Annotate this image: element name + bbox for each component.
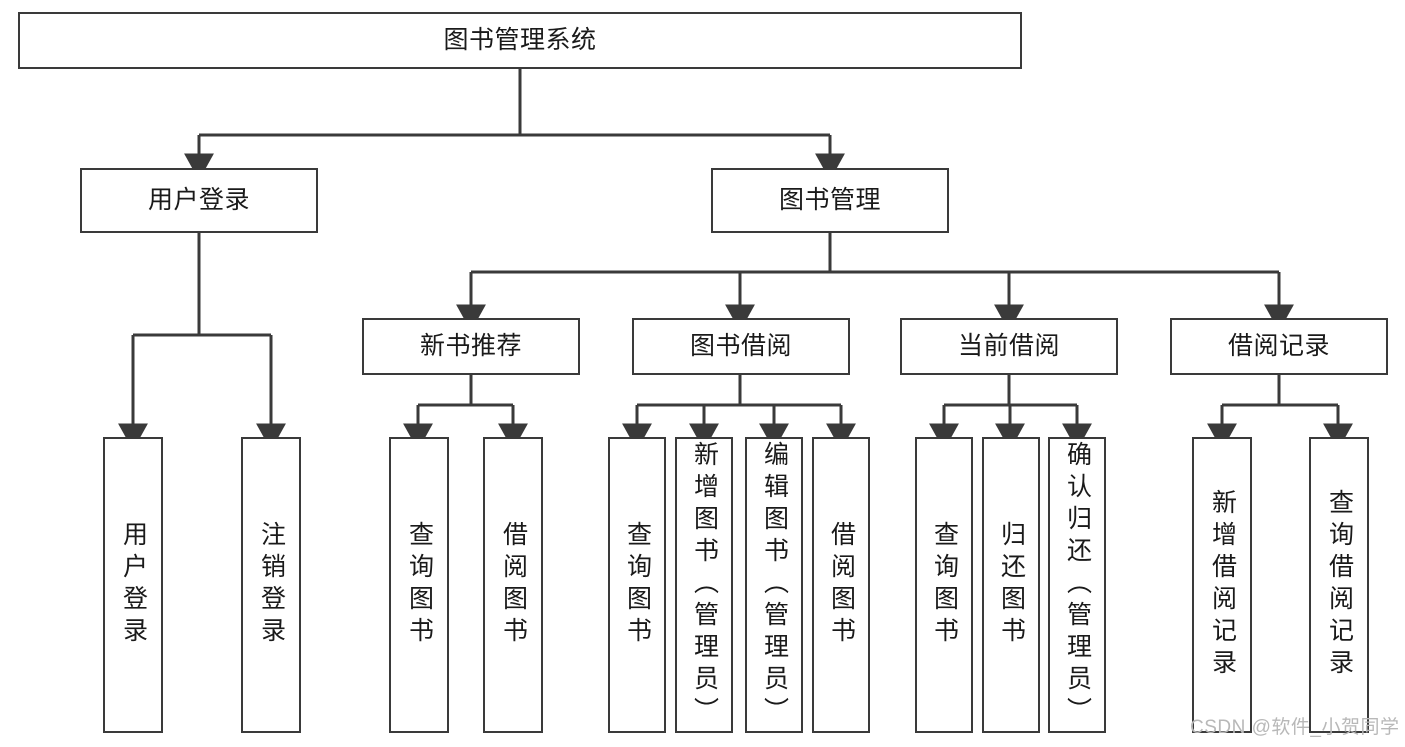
leaf-add-book-admin[interactable]: 新增图书（管理员） — [675, 437, 733, 733]
node-label: 借阅图书 — [499, 521, 528, 649]
node-label: 图书管理 — [778, 186, 881, 214]
leaf-query-borrow-record[interactable]: 查询借阅记录 — [1309, 437, 1369, 733]
leaf-confirm-return-admin[interactable]: 确认归还（管理员） — [1048, 437, 1106, 733]
leaf-add-borrow-record[interactable]: 新增借阅记录 — [1192, 437, 1252, 733]
node-root-book-management-system[interactable]: 图书管理系统 — [18, 12, 1022, 69]
node-label: 用户登录 — [119, 521, 148, 649]
node-label: 归还图书 — [997, 521, 1026, 649]
leaf-logout[interactable]: 注销登录 — [241, 437, 301, 733]
node-current-borrow[interactable]: 当前借阅 — [900, 318, 1118, 375]
watermark-text: CSDN @软件_小贺同学 — [1190, 717, 1400, 738]
leaf-query-book-borrow[interactable]: 查询图书 — [608, 437, 666, 733]
node-label: 图书管理系统 — [443, 26, 597, 54]
node-label: 借阅记录 — [1227, 332, 1330, 360]
node-label: 当前借阅 — [957, 332, 1060, 360]
node-label: 查询图书 — [405, 521, 434, 649]
node-user-login[interactable]: 用户登录 — [80, 168, 318, 233]
node-label: 新增借阅记录 — [1208, 489, 1237, 681]
leaf-borrow-book[interactable]: 借阅图书 — [812, 437, 870, 733]
node-label: 借阅图书 — [827, 521, 856, 649]
node-book-borrow[interactable]: 图书借阅 — [632, 318, 850, 375]
node-book-management[interactable]: 图书管理 — [711, 168, 949, 233]
node-label: 查询借阅记录 — [1325, 489, 1354, 681]
node-label: 新增图书（管理员） — [690, 441, 719, 729]
node-label: 新书推荐 — [419, 332, 522, 360]
leaf-query-book-current[interactable]: 查询图书 — [915, 437, 973, 733]
node-label: 用户登录 — [147, 186, 250, 214]
leaf-return-book[interactable]: 归还图书 — [982, 437, 1040, 733]
node-label: 图书借阅 — [689, 332, 792, 360]
node-borrow-record[interactable]: 借阅记录 — [1170, 318, 1388, 375]
node-label: 注销登录 — [257, 521, 286, 649]
leaf-borrow-book-recommend[interactable]: 借阅图书 — [483, 437, 543, 733]
node-label: 查询图书 — [930, 521, 959, 649]
node-label: 查询图书 — [623, 521, 652, 649]
leaf-edit-book-admin[interactable]: 编辑图书（管理员） — [745, 437, 803, 733]
leaf-user-login[interactable]: 用户登录 — [103, 437, 163, 733]
node-new-book-recommend[interactable]: 新书推荐 — [362, 318, 580, 375]
node-label: 编辑图书（管理员） — [760, 441, 789, 729]
leaf-query-book-recommend[interactable]: 查询图书 — [389, 437, 449, 733]
node-label: 确认归还（管理员） — [1063, 441, 1092, 729]
